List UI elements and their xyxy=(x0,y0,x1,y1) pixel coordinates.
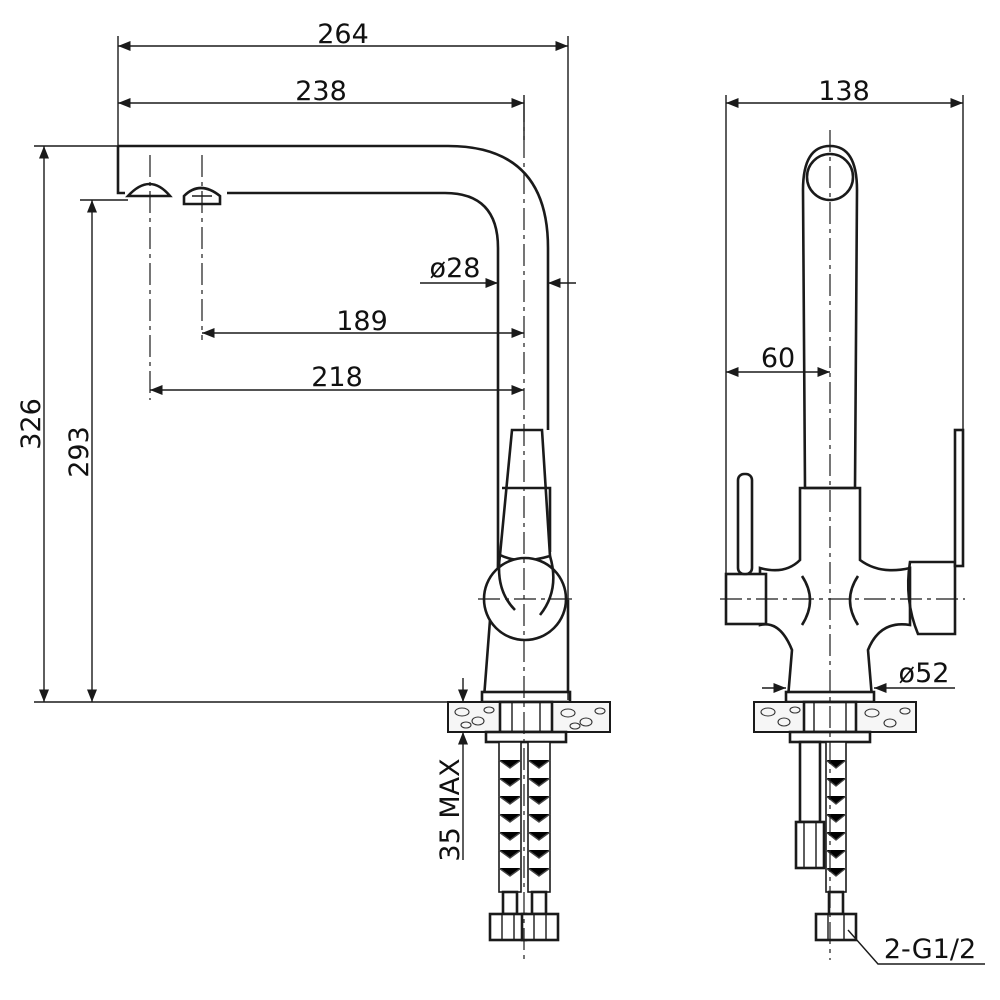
front-dimensions: 264 238 ø28 189 218 326 293 35 MAX xyxy=(16,19,576,862)
dim-28: ø28 xyxy=(430,253,481,284)
dim-52: ø52 xyxy=(899,658,950,689)
lever-lower xyxy=(497,554,555,616)
counter-left xyxy=(447,701,501,733)
mount-nut xyxy=(484,730,568,744)
side-counter-left xyxy=(753,701,805,733)
side-stud xyxy=(798,740,822,824)
side-spout xyxy=(801,144,859,490)
side-counter-right xyxy=(855,701,917,733)
connection-leader xyxy=(847,929,985,965)
dim-218: 218 xyxy=(311,362,363,393)
dim-35-max: 35 MAX xyxy=(435,758,466,861)
dim-connection: 2-G1/2 xyxy=(884,934,976,965)
aerator-filter xyxy=(182,186,222,206)
dim-138: 138 xyxy=(818,76,870,107)
dim-189: 189 xyxy=(336,306,388,337)
dim-238: 238 xyxy=(295,76,347,107)
dim-326: 326 xyxy=(16,398,47,450)
front-view xyxy=(116,100,611,960)
dim-60: 60 xyxy=(761,343,795,374)
side-right-cartridge xyxy=(906,560,957,636)
side-view xyxy=(720,130,965,960)
side-stud-nut xyxy=(794,820,826,870)
spout-outline xyxy=(116,144,550,486)
hose-nut-left xyxy=(488,912,528,942)
side-dimensions: 138 60 ø52 2-G1/2 xyxy=(725,76,985,965)
base-ring xyxy=(480,690,572,704)
side-hose-nut xyxy=(814,912,858,942)
hose-nut-right xyxy=(520,912,560,942)
side-body xyxy=(758,486,912,700)
counter-right xyxy=(551,701,611,733)
dim-293: 293 xyxy=(64,426,95,478)
side-right-lever xyxy=(953,428,965,568)
side-left-lever xyxy=(736,472,754,576)
dim-264: 264 xyxy=(317,19,369,50)
lever-handle xyxy=(498,428,552,562)
body-collar xyxy=(502,486,552,552)
aerator-main xyxy=(125,182,173,198)
